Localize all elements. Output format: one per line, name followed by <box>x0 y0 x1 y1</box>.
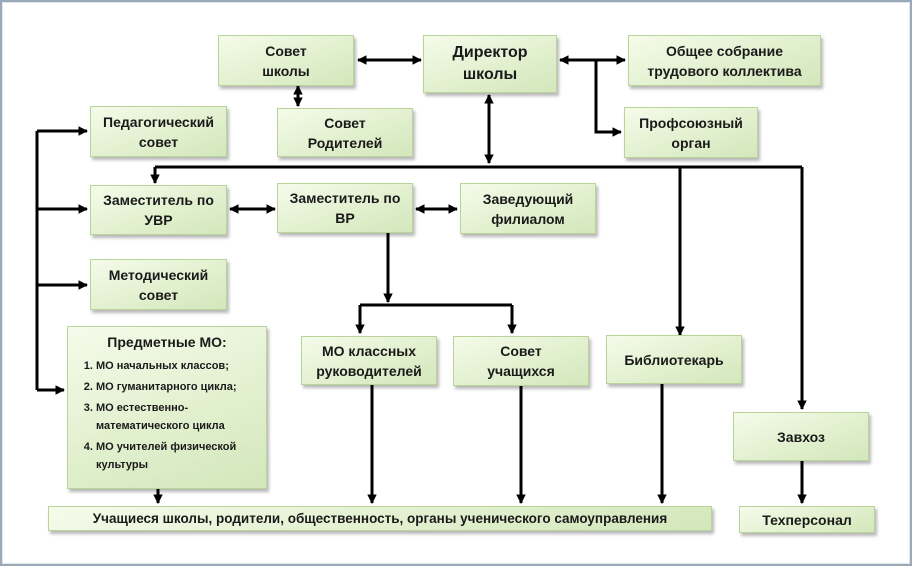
box-subject-mo: Предметные МО: МО начальных классов; МО … <box>67 326 267 489</box>
box-class-teachers-mo: МО классных руководителей <box>301 336 437 385</box>
box-stakeholders: Учащиеся школы, родители, общественность… <box>48 506 712 531</box>
box-branch-head: Заведующий филиалом <box>460 183 596 234</box>
box-deputy-uvr: Заместитель по УВР <box>90 185 227 235</box>
box-librarian: Библиотекарь <box>606 335 742 384</box>
box-general-meeting: Общее собрание трудового коллектива <box>628 35 821 86</box>
list-item: МО учителей физической культуры <box>96 438 258 477</box>
box-pedagogical-council: Педагогический совет <box>90 106 227 157</box>
box-tech-staff: Техперсонал <box>739 506 875 533</box>
box-trade-union: Профсоюзный орган <box>624 107 758 158</box>
box-parents-council: Совет Родителей <box>277 108 413 157</box>
list-item: МО гуманитарного цикла; <box>96 378 258 399</box>
box-school-council: Совет школы <box>218 35 354 86</box>
list-item: МО естественно-математического цикла <box>96 399 258 438</box>
box-deputy-vr: Заместитель по ВР <box>277 183 413 233</box>
arrow-to-trade-union <box>594 60 622 137</box>
box-director: Директор школы <box>423 35 557 93</box>
subject-mo-title: Предметные МО: <box>107 334 227 350</box>
box-methodical-council: Методический совет <box>90 259 227 310</box>
box-students-council: Совет учащихся <box>453 336 589 386</box>
subject-mo-list: МО начальных классов; МО гуманитарного ц… <box>76 357 258 477</box>
list-item: МО начальных классов; <box>96 357 258 378</box>
box-caretaker: Завхоз <box>733 412 869 461</box>
